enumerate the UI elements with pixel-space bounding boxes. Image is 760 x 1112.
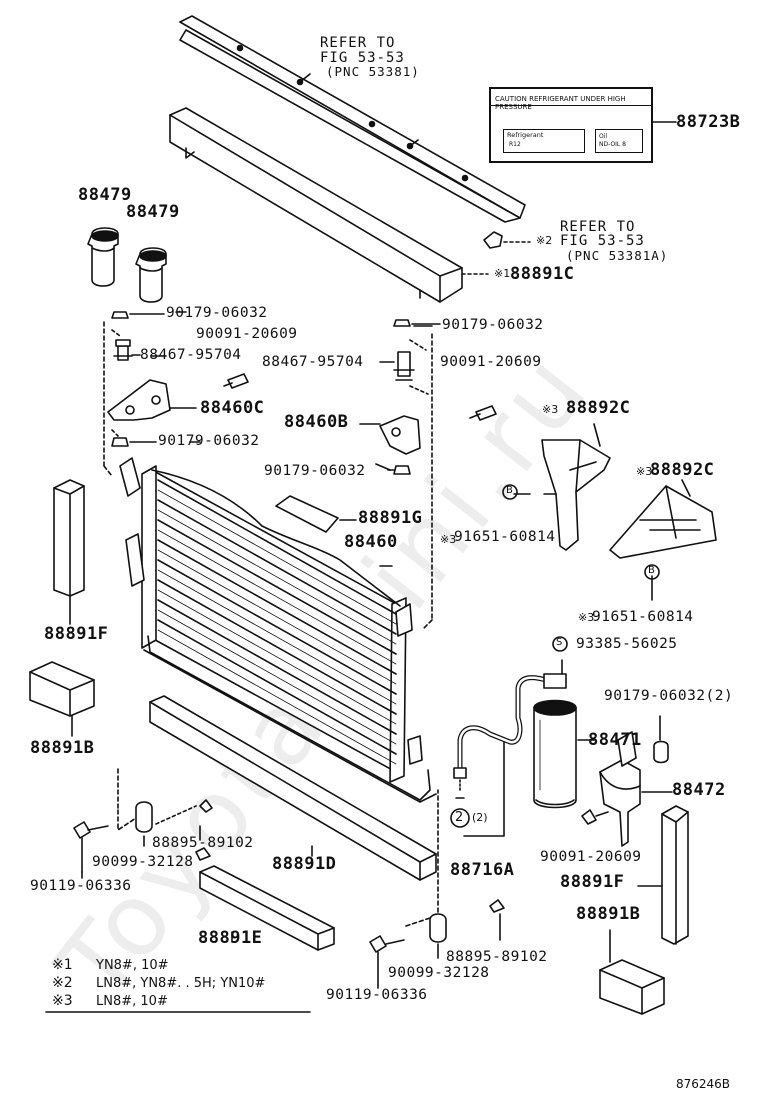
- part-90091-20609: 90091-20609: [540, 849, 642, 865]
- receiver-88471: [533, 699, 595, 809]
- part-88895-89102: 88895-89102: [152, 835, 254, 851]
- left-mount-hardware: [103, 311, 249, 477]
- ref-side-line3: (PNC 53381A): [566, 248, 669, 263]
- part-88467-95704: 88467-95704: [140, 347, 242, 363]
- part-88891E: 88891E: [198, 928, 263, 948]
- quantity-marker: (2): [472, 811, 488, 824]
- note-mark-2: ※2: [536, 234, 553, 247]
- ref-top-line3: (PNC 53381): [326, 64, 420, 79]
- b-marker-ring: [644, 564, 660, 580]
- part-88895-89102: 88895-89102: [446, 949, 548, 965]
- part-88891G: 88891G: [358, 508, 423, 528]
- part-88891C: 88891C: [510, 264, 575, 284]
- refrigerant-value: R12: [509, 141, 521, 148]
- leaders-misc: [151, 311, 433, 471]
- note-mark-1: ※1: [494, 267, 511, 280]
- part-88467-95704: 88467-95704: [262, 354, 364, 370]
- part-91651-60814: 91651-60814: [454, 529, 556, 545]
- part-88460: 88460: [344, 532, 398, 552]
- note-mark-3: ※3: [542, 403, 559, 416]
- lower-seal-88891D: [149, 695, 437, 881]
- note-1-text: YN8#, 10#: [96, 958, 169, 973]
- refrigerant-label: Refrigerant: [507, 131, 544, 139]
- upper-seal-88891C: [169, 107, 463, 303]
- part-90091-20609: 90091-20609: [440, 354, 542, 370]
- part-90099-32128: 90099-32128: [388, 965, 490, 981]
- right-lower-mount: [369, 789, 505, 989]
- caution-label: CAUTION REFRIGERANT UNDER HIGH PRESSURE …: [489, 87, 653, 163]
- holder-88472: [581, 715, 673, 847]
- leaders-lower: [69, 595, 313, 943]
- part-88891F: 88891F: [560, 872, 625, 892]
- ref-top-line1: REFER TO: [320, 35, 396, 51]
- ref-side-line1: REFER TO: [560, 219, 636, 235]
- s-marker-ring: [552, 636, 568, 652]
- part-91651-60814: 91651-60814: [592, 609, 694, 625]
- seal-88891B-left: [29, 661, 95, 717]
- right-mount-hardware: [359, 319, 497, 629]
- part-88891B: 88891B: [30, 738, 95, 758]
- part-90179-06032: 90179-06032: [264, 463, 366, 479]
- part-88891F: 88891F: [44, 624, 109, 644]
- part-88479: 88479: [78, 185, 132, 205]
- part-88472: 88472: [672, 780, 726, 800]
- pipe-88716A: [453, 659, 567, 837]
- part-90179-06032: 90179-06032: [442, 317, 544, 333]
- bumper-right: [135, 247, 167, 303]
- two-marker: 2: [455, 810, 464, 825]
- note-3-mark: ※3: [52, 993, 73, 1009]
- seal-88891G: [275, 495, 339, 533]
- part-88723B: 88723B: [676, 112, 741, 132]
- bracket-88892C-left: [541, 423, 611, 551]
- part-90091-20609: 90091-20609: [196, 326, 298, 342]
- bumper-left: [87, 227, 119, 287]
- part-88891D: 88891D: [272, 854, 337, 874]
- oil-value: ND-OIL 8: [599, 141, 626, 148]
- part-93385-56025: 93385-56025: [576, 636, 678, 652]
- support-brace: [179, 15, 526, 223]
- b-marker: B: [506, 485, 513, 496]
- two-marker-ring: [450, 808, 470, 828]
- left-lower-mount: [73, 767, 213, 873]
- part-88460C: 88460C: [200, 398, 265, 418]
- seal-88891F-left: [53, 479, 85, 597]
- part-90099-32128: 90099-32128: [92, 854, 194, 870]
- part-88716A: 88716A: [450, 860, 515, 880]
- leader-clip: [461, 241, 531, 275]
- note-3-text: LN8#, 10#: [96, 994, 168, 1009]
- clip: [483, 231, 503, 249]
- note-2-text: LN8#, YN8#. . 5H; YN10#: [96, 976, 266, 991]
- seal-88891F-right: [661, 805, 689, 945]
- ref-side-line2: FIG 53-53: [560, 233, 645, 249]
- note-2-mark: ※2: [52, 975, 73, 991]
- note-mark-3: ※3: [578, 611, 595, 624]
- s-marker: S: [556, 637, 563, 648]
- oil-label: Oil: [599, 133, 608, 140]
- b-marker: B: [648, 565, 655, 576]
- diagram-code: 876246B: [676, 1077, 731, 1091]
- part-88892C: 88892C: [566, 398, 631, 418]
- bracket-88892C-right: [609, 479, 717, 559]
- part-88460B: 88460B: [284, 412, 349, 432]
- part-90179-06032-qty2: 90179-06032(2): [604, 688, 734, 704]
- part-90119-06336: 90119-06336: [326, 987, 428, 1003]
- part-88479: 88479: [126, 202, 180, 222]
- seal-88891B-right: [599, 959, 665, 1015]
- part-90119-06336: 90119-06336: [30, 878, 132, 894]
- part-90179-06032: 90179-06032: [166, 305, 268, 321]
- note-mark-3: ※3: [636, 465, 653, 478]
- ref-top-line2: FIG 53-53: [320, 50, 405, 66]
- part-88892C: 88892C: [650, 460, 715, 480]
- caution-title: CAUTION REFRIGERANT UNDER HIGH PRESSURE: [495, 95, 626, 111]
- part-88471: 88471: [588, 730, 642, 750]
- note-mark-3: ※3: [440, 533, 457, 546]
- condenser-88460: [119, 457, 437, 803]
- part-88891B: 88891B: [576, 904, 641, 924]
- note-1-mark: ※1: [52, 957, 73, 973]
- b-marker-ring: [502, 484, 518, 500]
- part-90179-06032: 90179-06032: [158, 433, 260, 449]
